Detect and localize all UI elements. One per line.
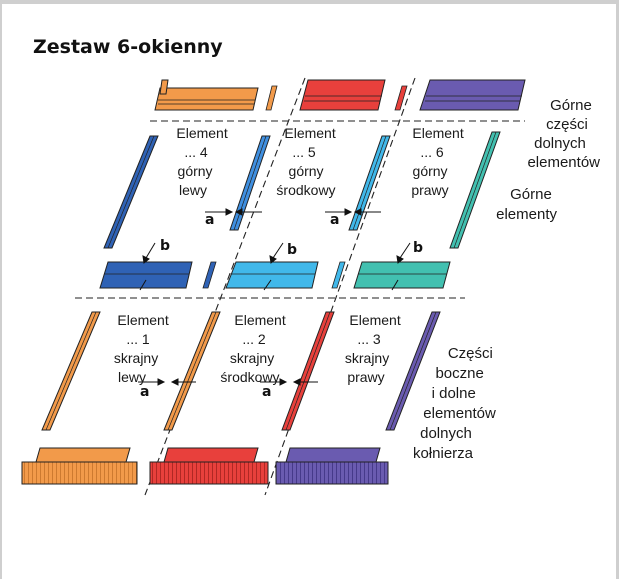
lower-side-pieces — [41, 311, 441, 431]
top-strip-red — [394, 85, 408, 111]
frame-right-border — [616, 0, 619, 579]
label-element-5: Element ... 5 górny środkowy — [276, 125, 339, 198]
bar-strip-light-blue — [331, 261, 346, 289]
bottom-piece-orange — [21, 461, 138, 485]
marker-a-upper-right: a — [330, 212, 339, 228]
marker-a-lower-right: a — [262, 384, 271, 400]
marker-b-middle: b — [287, 242, 297, 258]
top-part-purple — [419, 79, 526, 111]
marker-a-lower-left: a — [140, 384, 149, 400]
bottom-pieces — [21, 447, 389, 485]
bottom-piece-red — [149, 461, 269, 485]
label-element-6: Element ... 6 górny prawy — [411, 125, 467, 198]
bar-light-blue — [225, 261, 319, 289]
label-element-1: Element ... 1 skrajny lewy — [114, 312, 173, 385]
frame-top-border — [0, 0, 619, 4]
label-element-3: Element ... 3 skrajny prawy — [345, 312, 405, 385]
label-element-4: Element ... 4 górny lewy — [176, 125, 231, 198]
top-part-orange — [154, 79, 259, 111]
diagram-title: Zestaw 6-okienny — [33, 36, 223, 58]
label-side-lower-parts: Części boczne i dolne elementów dolnych … — [413, 345, 500, 462]
label-top-elements: Górne elementy — [496, 186, 557, 223]
a-markers — [138, 208, 381, 386]
middle-bars — [99, 261, 451, 289]
top-part-red — [299, 79, 386, 111]
frame-left-border — [0, 0, 2, 579]
b-markers — [139, 242, 411, 291]
top-strip-orange — [265, 85, 278, 111]
marker-b-left: b — [160, 238, 170, 254]
divider-diagonal-left — [144, 77, 306, 496]
bottom-piece-purple — [275, 461, 389, 485]
bar-teal — [353, 261, 451, 289]
label-element-2: Element ... 2 skrajny środkowy — [220, 312, 289, 385]
marker-a-upper-left: a — [205, 212, 214, 228]
label-top-lower-parts: Górne części dolnych elementów — [527, 97, 600, 171]
top-parts-row — [154, 79, 526, 111]
upper-side-pieces — [103, 131, 501, 249]
bar-strip-dark-blue — [202, 261, 217, 289]
marker-b-right: b — [413, 240, 423, 256]
bar-dark-blue — [99, 261, 193, 289]
